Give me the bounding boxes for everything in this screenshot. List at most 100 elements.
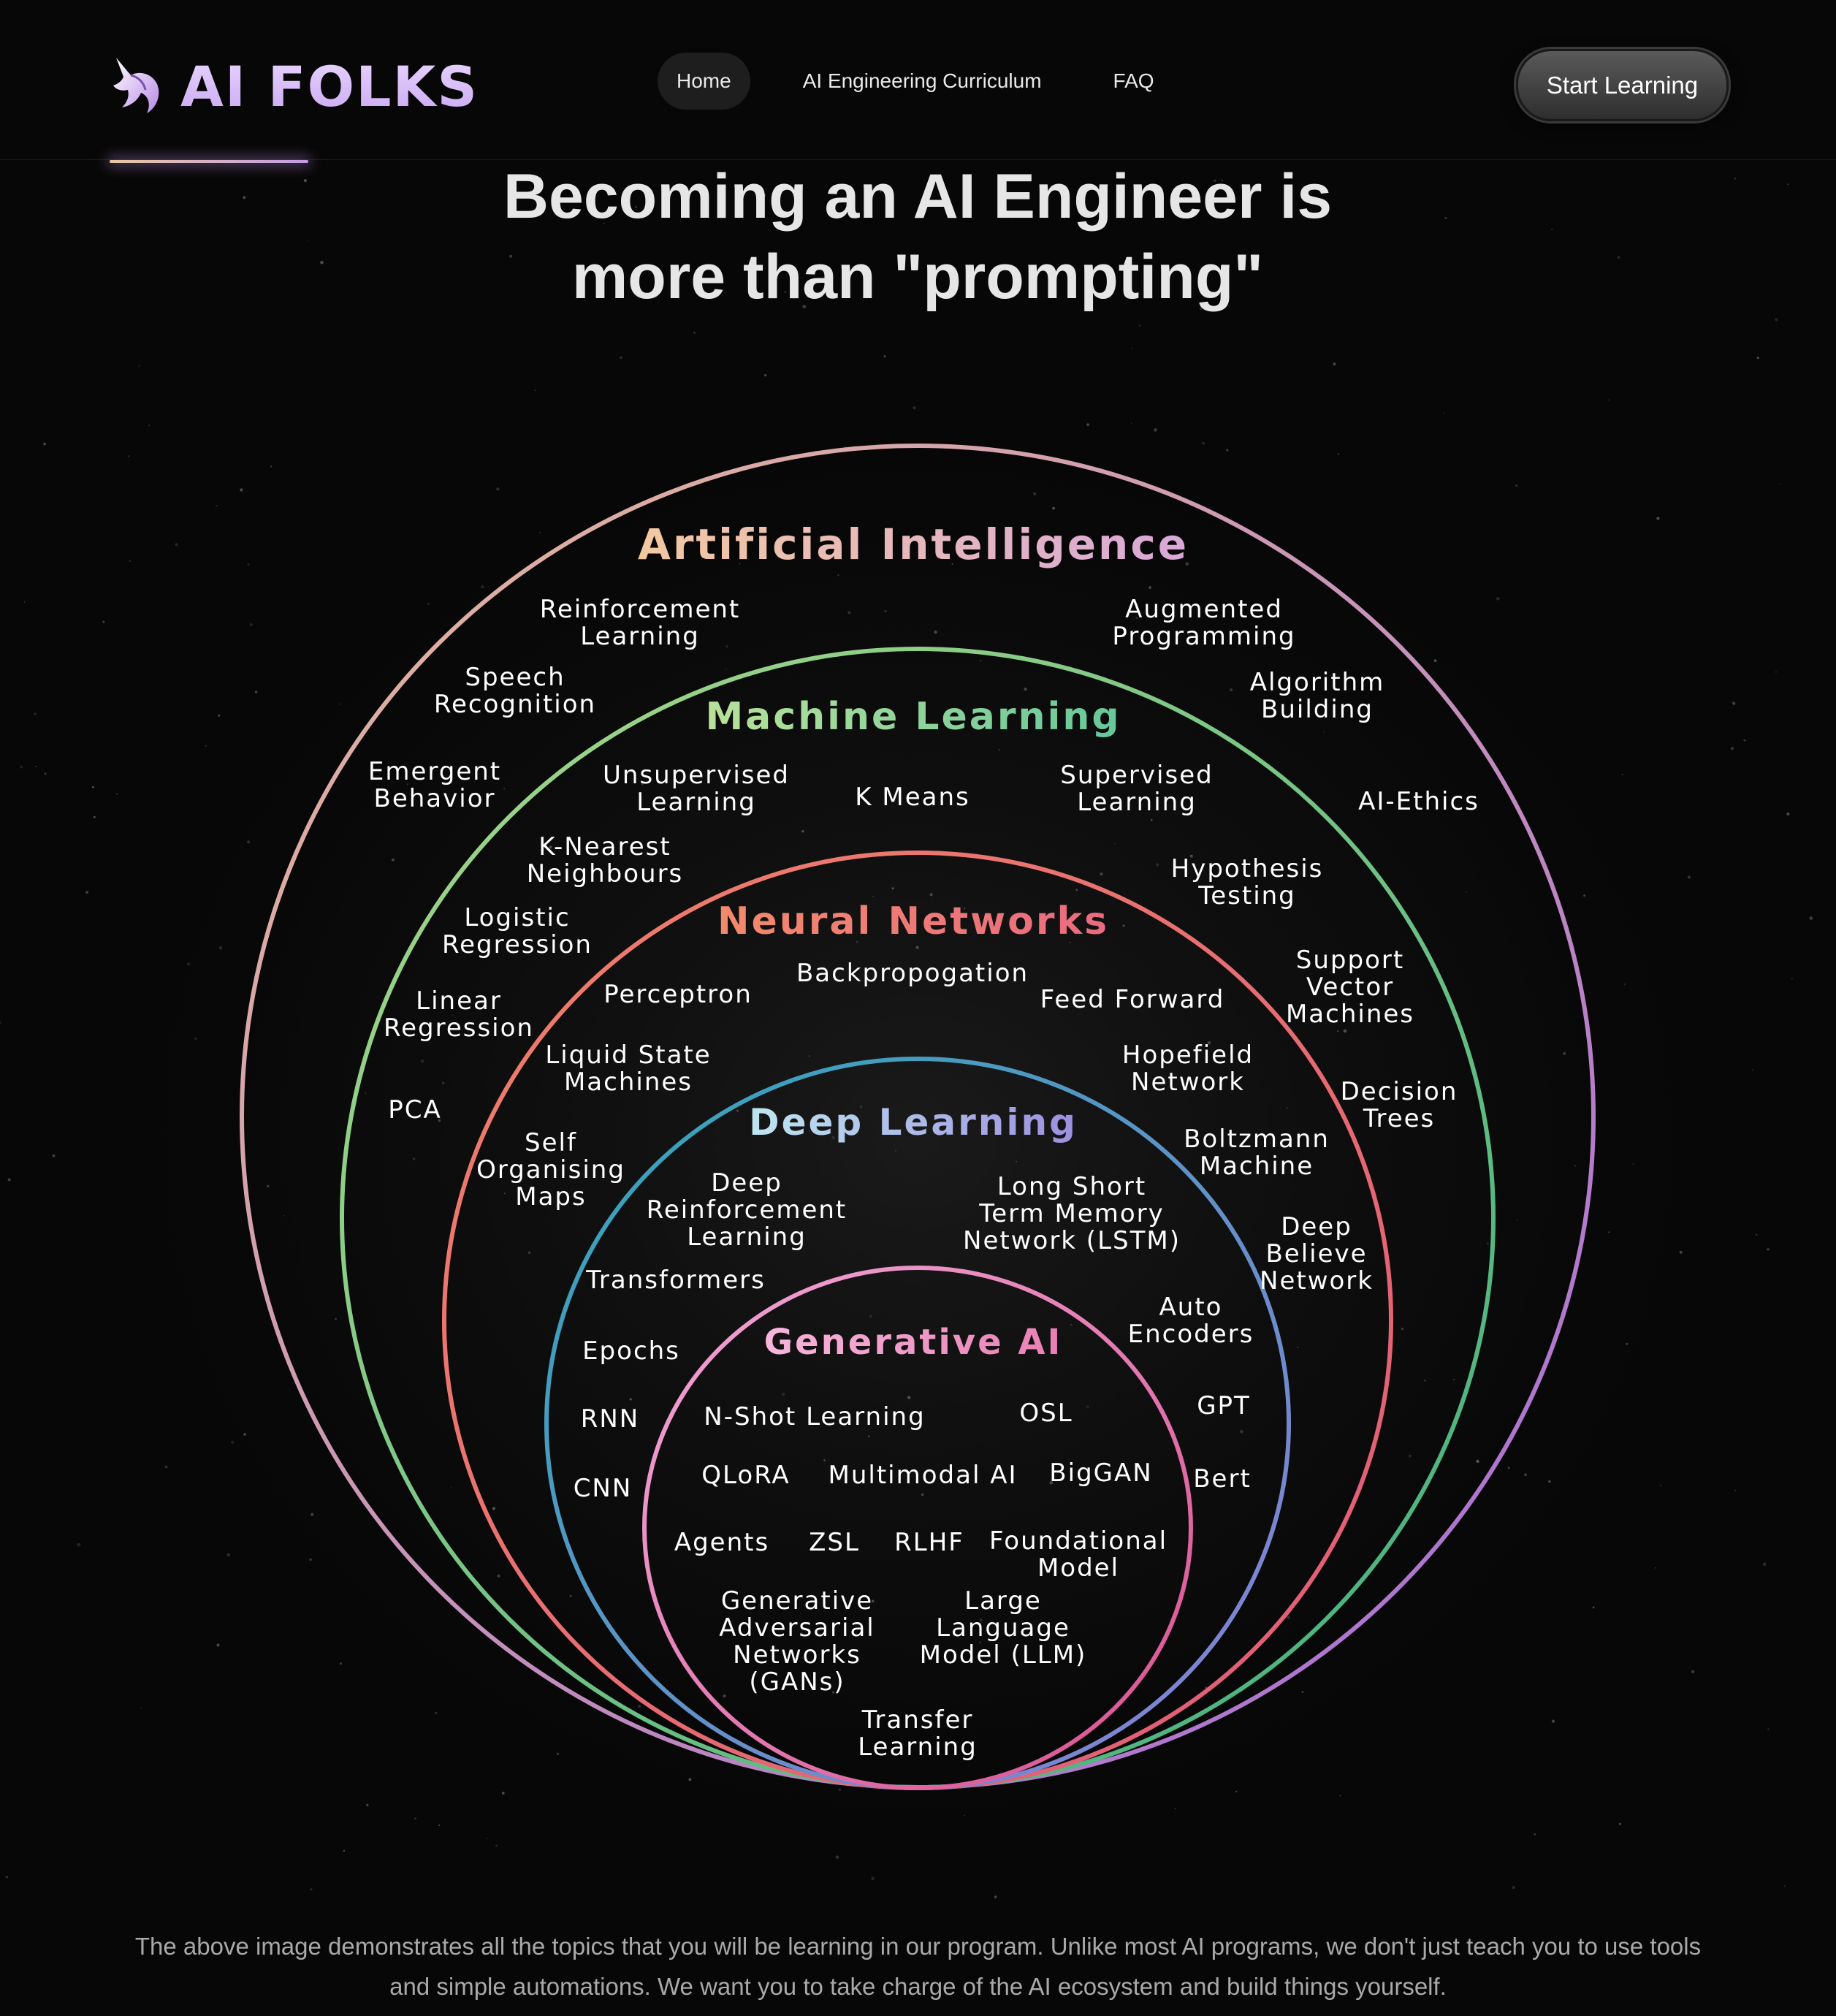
topic-label-line: Linear: [416, 986, 502, 1016]
topic-label: Epochs: [582, 1336, 680, 1366]
topic-label-line: Behavior: [374, 784, 496, 813]
site-header: AI FOLKS Home AI Engineering Curriculum …: [0, 0, 1836, 160]
topic-label-line: Self: [525, 1128, 577, 1157]
topic-label-line: Recognition: [434, 690, 596, 719]
topic-label-line: PCA: [388, 1095, 442, 1125]
topic-label: Perceptron: [603, 980, 753, 1009]
topic-label-line: Vector: [1306, 973, 1394, 1002]
topic-label-line: Bert: [1193, 1464, 1252, 1494]
nav-faq[interactable]: FAQ: [1113, 69, 1154, 92]
topic-label-line: AI-Ethics: [1358, 787, 1479, 816]
topic-label-line: Algorithm: [1250, 668, 1385, 697]
topic-label: AI-Ethics: [1358, 787, 1479, 816]
topic-label-line: Language: [936, 1613, 1070, 1643]
topic-label-line: Reinforcement: [540, 595, 741, 624]
topic-label-line: Building: [1261, 695, 1374, 724]
topic-label: Backpropogation: [796, 959, 1029, 988]
diagram-caption: The above image demonstrates all the top…: [102, 1926, 1734, 2007]
topic-label-line: Trees: [1363, 1104, 1436, 1133]
caption-line-1: The above image demonstrates all the top…: [134, 1933, 1702, 1960]
topic-label: N-Shot Learning: [704, 1402, 925, 1431]
topic-label-line: Large: [964, 1586, 1042, 1616]
topic-label-line: Hopefield: [1122, 1041, 1254, 1070]
ring-title-artificial-intelligence: Artificial Intelligence: [638, 520, 1189, 569]
brand-logo[interactable]: AI FOLKS: [106, 50, 479, 123]
topic-label-line: Speech: [465, 663, 565, 692]
topic-label: Multimodal AI: [829, 1461, 1018, 1490]
topic-label-line: RLHF: [894, 1528, 964, 1557]
topic-label-line: Transfer: [861, 1705, 974, 1735]
topic-label-line: Auto: [1159, 1293, 1223, 1322]
topic-label-line: Emergent: [368, 757, 501, 786]
topic-label-line: Network: [1131, 1068, 1245, 1097]
topic-label: PCA: [388, 1095, 442, 1125]
topic-label-line: K Means: [855, 783, 970, 812]
topic-label-line: Model: [1037, 1553, 1119, 1583]
topic-label-line: Regression: [384, 1013, 534, 1043]
topic-label-line: GPT: [1197, 1391, 1251, 1420]
topic-label-line: Encoders: [1128, 1320, 1254, 1349]
topic-label-line: (GANs): [749, 1667, 845, 1697]
topic-label-line: Network (LSTM): [963, 1226, 1181, 1255]
start-learning-button[interactable]: Start Learning: [1516, 49, 1729, 121]
topic-label-line: Support: [1296, 946, 1404, 975]
topic-label-line: Supervised: [1060, 761, 1213, 790]
topic-label-line: ZSL: [809, 1528, 860, 1557]
topic-label-line: Learning: [636, 788, 756, 817]
ring-title-machine-learning: Machine Learning: [705, 695, 1121, 739]
topic-label: OSL: [1019, 1399, 1073, 1428]
topic-label-line: Term Memory: [978, 1199, 1165, 1228]
topic-label: ZSL: [809, 1528, 860, 1557]
topic-label-line: N-Shot Learning: [704, 1402, 925, 1431]
nav-ai-engineering-curriculum[interactable]: AI Engineering Curriculum: [802, 69, 1042, 92]
topic-label-line: Believe: [1265, 1239, 1367, 1268]
topic-label-line: Boltzmann: [1184, 1125, 1330, 1154]
topic-label-line: Logistic: [464, 903, 570, 932]
topic-label-line: Learning: [1077, 788, 1197, 817]
topic-label-line: Maps: [515, 1182, 586, 1211]
topic-label-line: Machines: [1286, 1000, 1414, 1029]
topic-label: QLoRA: [701, 1461, 790, 1490]
topic-label-line: Testing: [1197, 881, 1296, 910]
topic-label-line: Neighbours: [527, 859, 684, 889]
topic-label: Agents: [674, 1528, 769, 1557]
topic-label-line: Learning: [687, 1222, 807, 1252]
topic-label-line: Regression: [442, 930, 593, 959]
topic-label-line: Foundational: [989, 1526, 1168, 1556]
topic-label-line: Epochs: [582, 1336, 680, 1366]
topic-label-line: QLoRA: [701, 1461, 790, 1490]
topic-label-line: Backpropogation: [796, 959, 1029, 988]
nav-home[interactable]: Home: [658, 53, 750, 110]
hero-title: Becoming an AI Engineer is more than "pr…: [370, 156, 1466, 317]
topic-label-line: Perceptron: [603, 980, 753, 1009]
caption-line-2: and simple automations. We want you to t…: [389, 1973, 1447, 2000]
topic-label-line: Adversarial: [719, 1613, 875, 1643]
topic-label: K Means: [855, 783, 970, 812]
topic-label-line: Reinforcement: [647, 1195, 847, 1225]
topic-label-line: Agents: [674, 1528, 769, 1557]
topic-label-line: Network: [1260, 1266, 1374, 1296]
brand-name: AI FOLKS: [180, 53, 479, 119]
topic-label-line: OSL: [1019, 1399, 1073, 1428]
topic-label-line: Machine: [1200, 1152, 1314, 1181]
topic-label-line: Multimodal AI: [829, 1461, 1018, 1490]
topic-label-line: Hypothesis: [1171, 854, 1324, 883]
topic-label-line: RNN: [581, 1404, 640, 1434]
topic-label-line: Augmented: [1125, 595, 1283, 624]
topic-label-line: Long Short: [997, 1172, 1146, 1201]
